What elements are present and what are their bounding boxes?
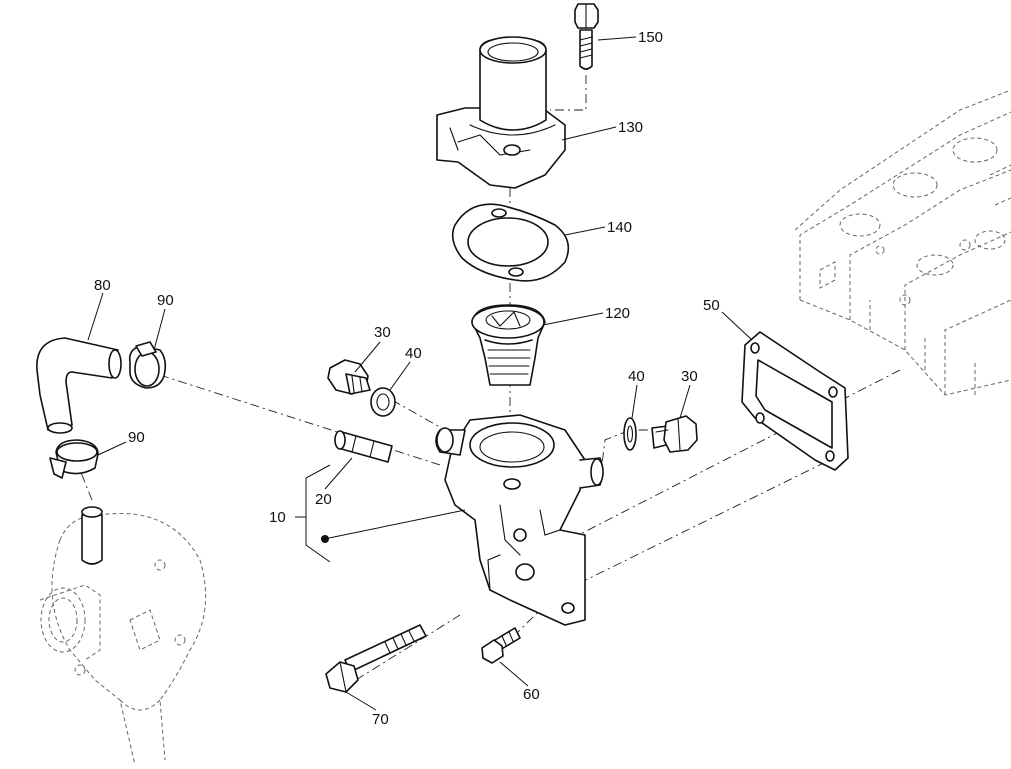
callout-80: 80	[94, 277, 111, 294]
callout-70: 70	[372, 711, 389, 728]
callout-90-top: 90	[157, 292, 174, 309]
group-10-bracket	[295, 464, 466, 563]
gasket-50	[741, 331, 849, 471]
callout-150: 150	[638, 29, 663, 46]
clamp-90-top	[128, 341, 167, 389]
thermostat-120	[471, 304, 546, 386]
clamp-90-bottom	[49, 439, 99, 479]
callout-60: 60	[523, 686, 540, 703]
callout-90-bottom: 90	[128, 429, 145, 446]
callout-labels: 150 130 140 120 80 90 30 40 40 30 50 90 …	[94, 29, 720, 728]
callout-10: 10	[269, 509, 286, 526]
thermostat-cover-130	[436, 36, 566, 189]
hose-80	[36, 337, 122, 434]
callout-140: 140	[607, 219, 632, 236]
bolt-60	[481, 627, 521, 664]
thermostat-housing-10	[435, 414, 604, 626]
callout-50: 50	[703, 297, 720, 314]
callout-30-left: 30	[374, 324, 391, 341]
callout-40-right: 40	[628, 368, 645, 385]
callout-30-right: 30	[681, 368, 698, 385]
callout-20: 20	[315, 491, 332, 508]
leader-lines	[87, 36, 753, 711]
gasket-140	[451, 203, 570, 282]
washer-40-right	[623, 417, 637, 451]
bolt-70	[325, 624, 427, 693]
cylinder-head-ghost	[794, 89, 1011, 396]
nipple-20	[334, 430, 393, 463]
washer-40-left	[370, 387, 396, 417]
callout-120: 120	[605, 305, 630, 322]
water-pump-ghost	[39, 512, 207, 766]
pump-inlet-nipple	[81, 506, 103, 565]
callout-40-left: 40	[405, 345, 422, 362]
bolt-150	[574, 3, 599, 70]
callout-130: 130	[618, 119, 643, 136]
plug-30-right	[651, 415, 698, 453]
plug-30-left	[327, 359, 371, 395]
